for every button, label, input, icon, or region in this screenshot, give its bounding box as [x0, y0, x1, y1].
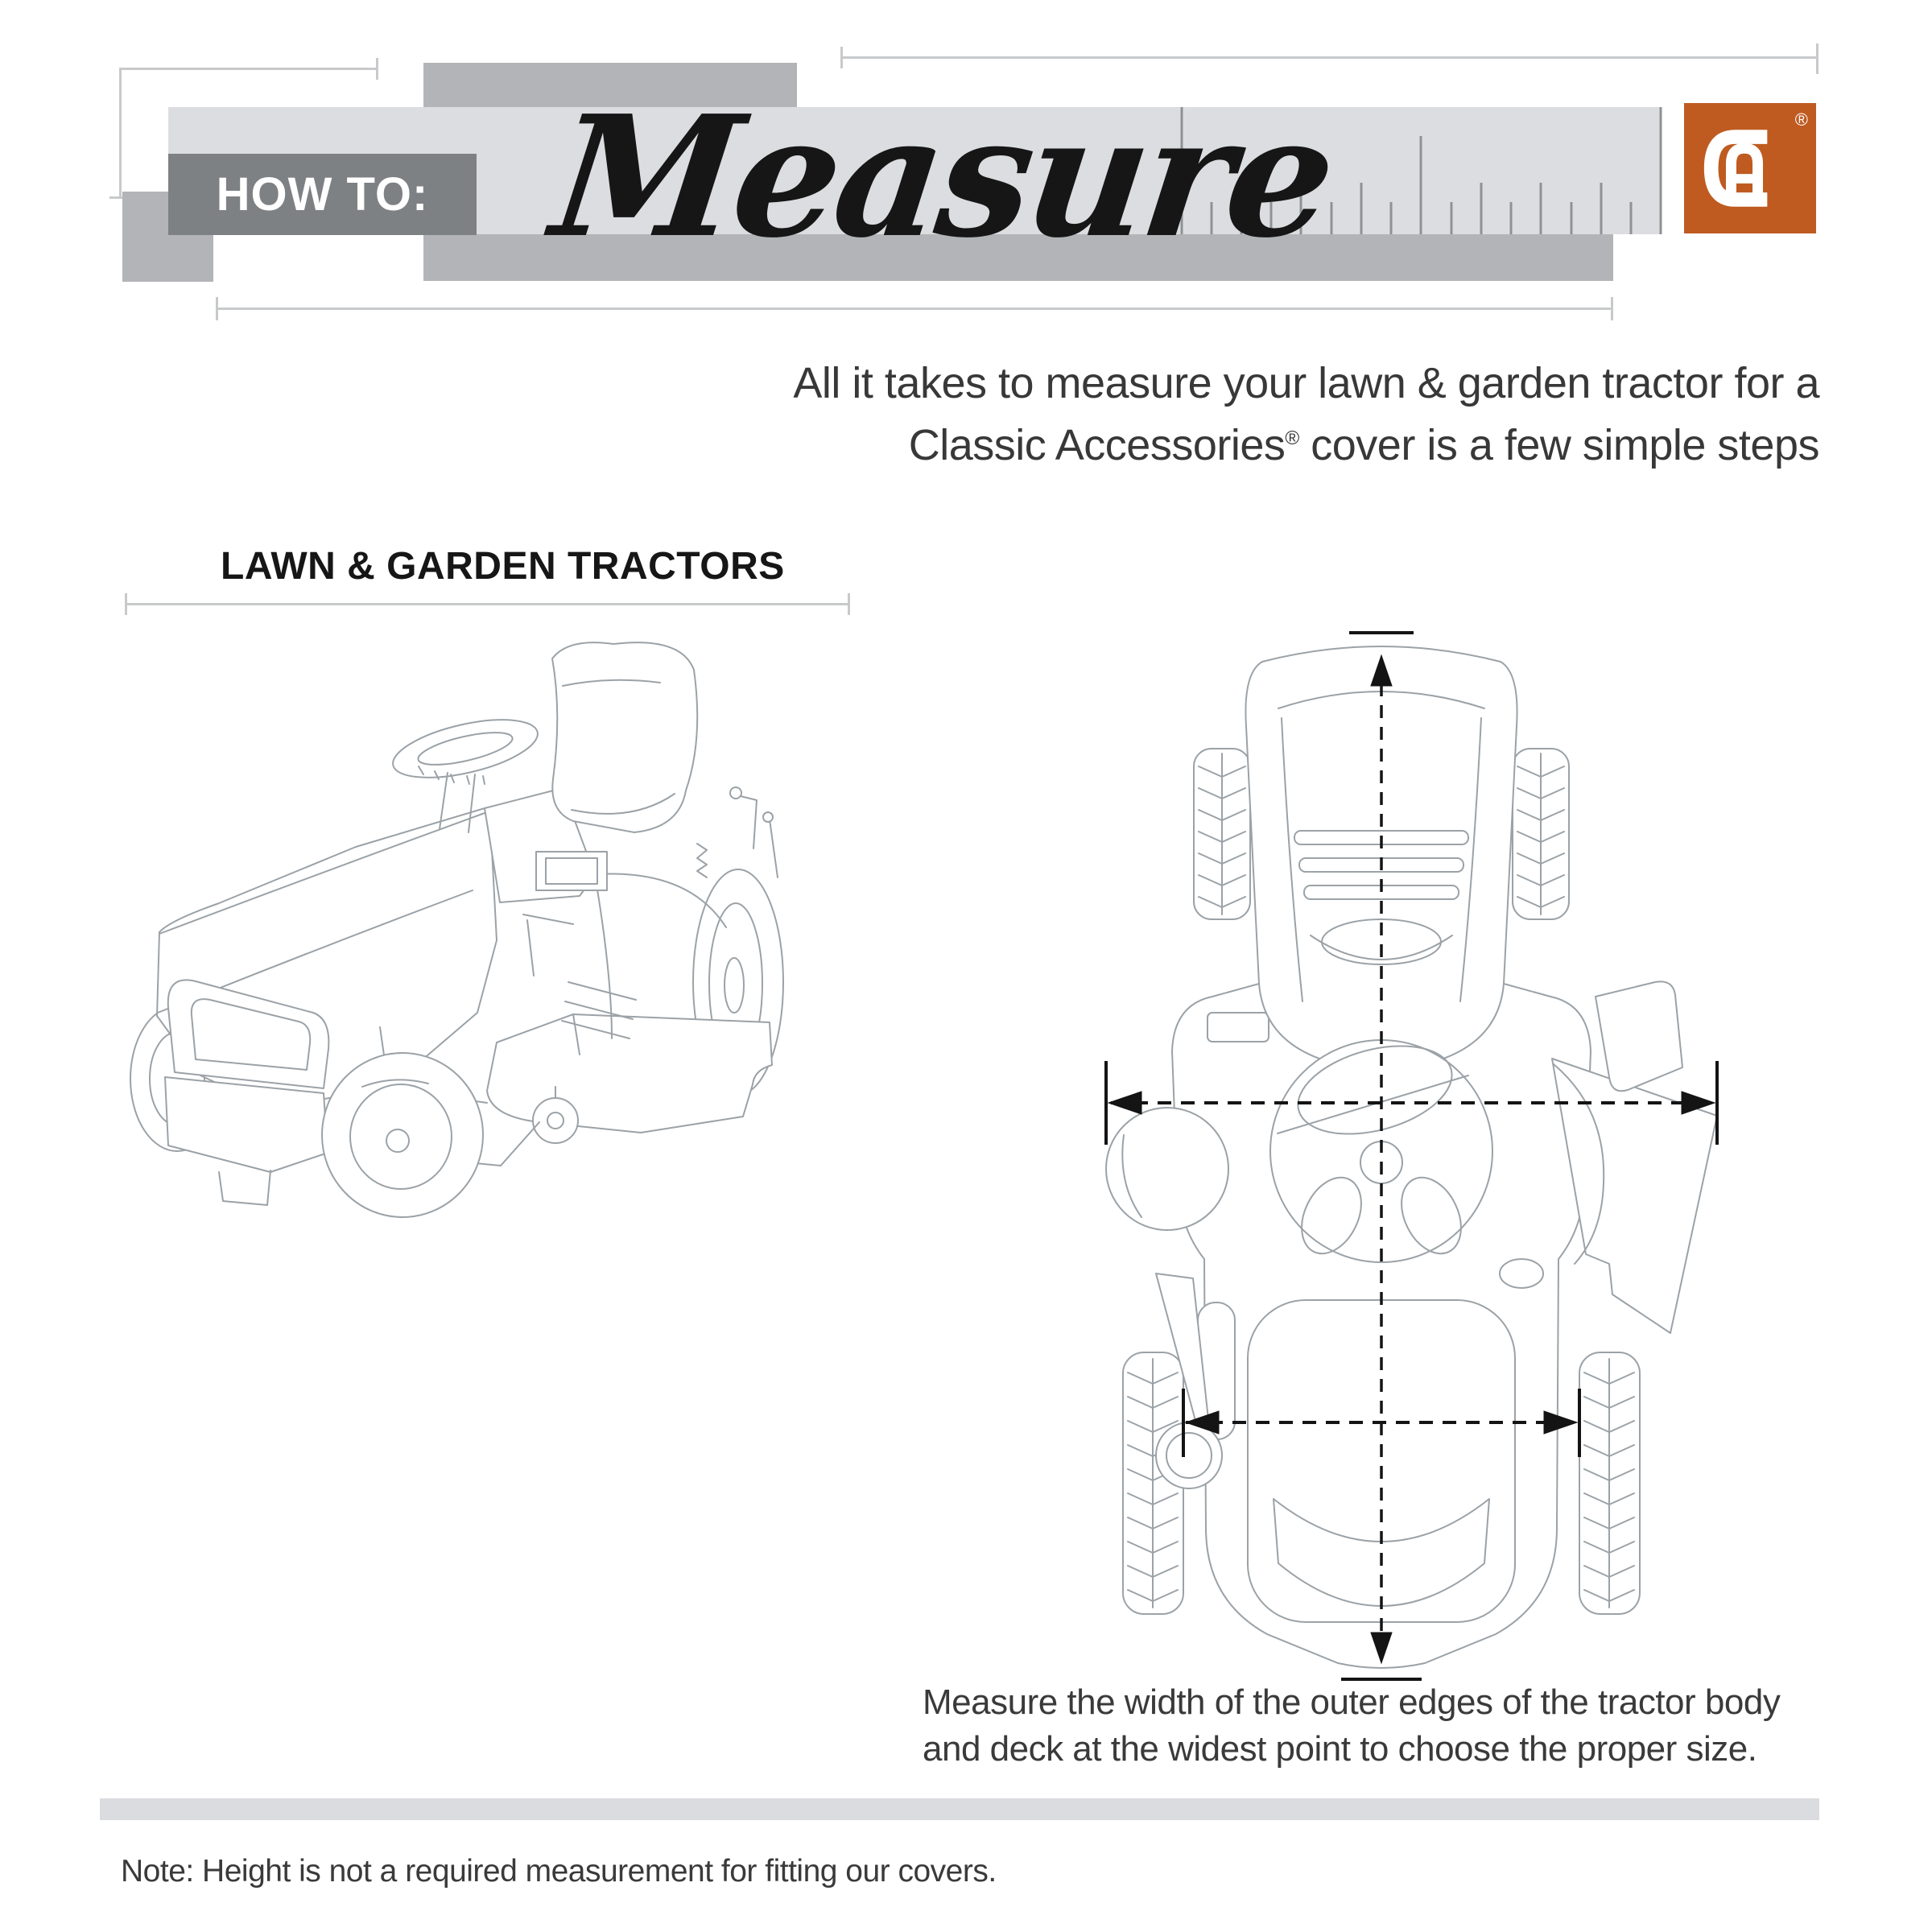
header-underline — [216, 308, 1613, 310]
bracket-top-left-vertical — [119, 68, 122, 199]
intro-line2-brand: Classic Accessories — [908, 421, 1286, 470]
side-bumper — [164, 1076, 328, 1173]
caption-line1: Measure the width of the outer edges of … — [923, 1682, 1781, 1722]
top-front-wheel-left — [1193, 748, 1251, 920]
header-top-rule-right-tick — [1816, 43, 1818, 74]
side-mower-deck — [486, 1013, 773, 1133]
ca-monogram-icon — [1703, 130, 1768, 207]
intro-line2-rest: cover is a few simple steps — [1298, 421, 1819, 470]
section-rule-left-tick — [125, 593, 127, 615]
tractor-side-view-figure — [130, 642, 784, 1218]
intro-line2-registered: ® — [1285, 427, 1299, 450]
ruler-ticks-icon — [1180, 107, 1662, 234]
top-seat-back — [1273, 1498, 1490, 1607]
bottom-divider-bar — [100, 1798, 1819, 1820]
top-front-wheel-right — [1512, 748, 1570, 920]
kicker-label: HOW TO: — [216, 168, 429, 221]
section-heading: LAWN & GARDEN TRACTORS — [221, 545, 785, 588]
caption-line2: and deck at the widest point to choose t… — [923, 1729, 1757, 1769]
bracket-top-left-bottom-tick — [109, 196, 130, 199]
header-accent-band-bottom — [423, 234, 1613, 281]
header-underline-right-tick — [1611, 297, 1613, 320]
figure-caption: Measure the width of the outer edges of … — [923, 1679, 1781, 1773]
bracket-top-left-horizontal — [119, 68, 378, 70]
side-steering-wheel — [392, 719, 539, 778]
top-rear-wheel-left — [1122, 1352, 1184, 1615]
header-top-rule — [840, 56, 1818, 59]
header-accent-block-top — [423, 63, 797, 107]
top-rear-wheel-right — [1579, 1352, 1641, 1615]
section-rule — [125, 603, 850, 605]
logo-registered-mark: ® — [1794, 109, 1808, 130]
tractor-top-view-figure — [1104, 631, 1719, 1681]
kicker-box: HOW TO: — [168, 154, 477, 235]
top-armrest — [1595, 980, 1683, 1092]
side-front-wheel — [321, 1052, 484, 1218]
length-centerline — [1341, 631, 1422, 1681]
section-rule-right-tick — [848, 593, 850, 615]
side-seat — [551, 642, 699, 833]
top-fuel-tank — [1105, 1107, 1229, 1231]
top-fender-oval — [1499, 1258, 1544, 1289]
classic-accessories-logo: ® — [1684, 103, 1816, 233]
intro-copy: All it takes to measure your lawn & gard… — [483, 353, 1819, 477]
intro-line1: All it takes to measure your lawn & gard… — [793, 359, 1819, 407]
top-handle — [1207, 1012, 1269, 1042]
side-caster-wheel — [532, 1097, 579, 1144]
header-underline-left-tick — [216, 297, 218, 320]
page-title: Measure — [543, 79, 1341, 275]
width-measurement-deck — [1182, 1389, 1581, 1457]
header-top-rule-left-tick — [840, 47, 843, 68]
footnote-text: Note: Height is not a required measureme… — [121, 1854, 997, 1889]
width-measurement-widest — [1104, 1061, 1719, 1145]
bracket-top-left-end-tick — [376, 58, 378, 80]
